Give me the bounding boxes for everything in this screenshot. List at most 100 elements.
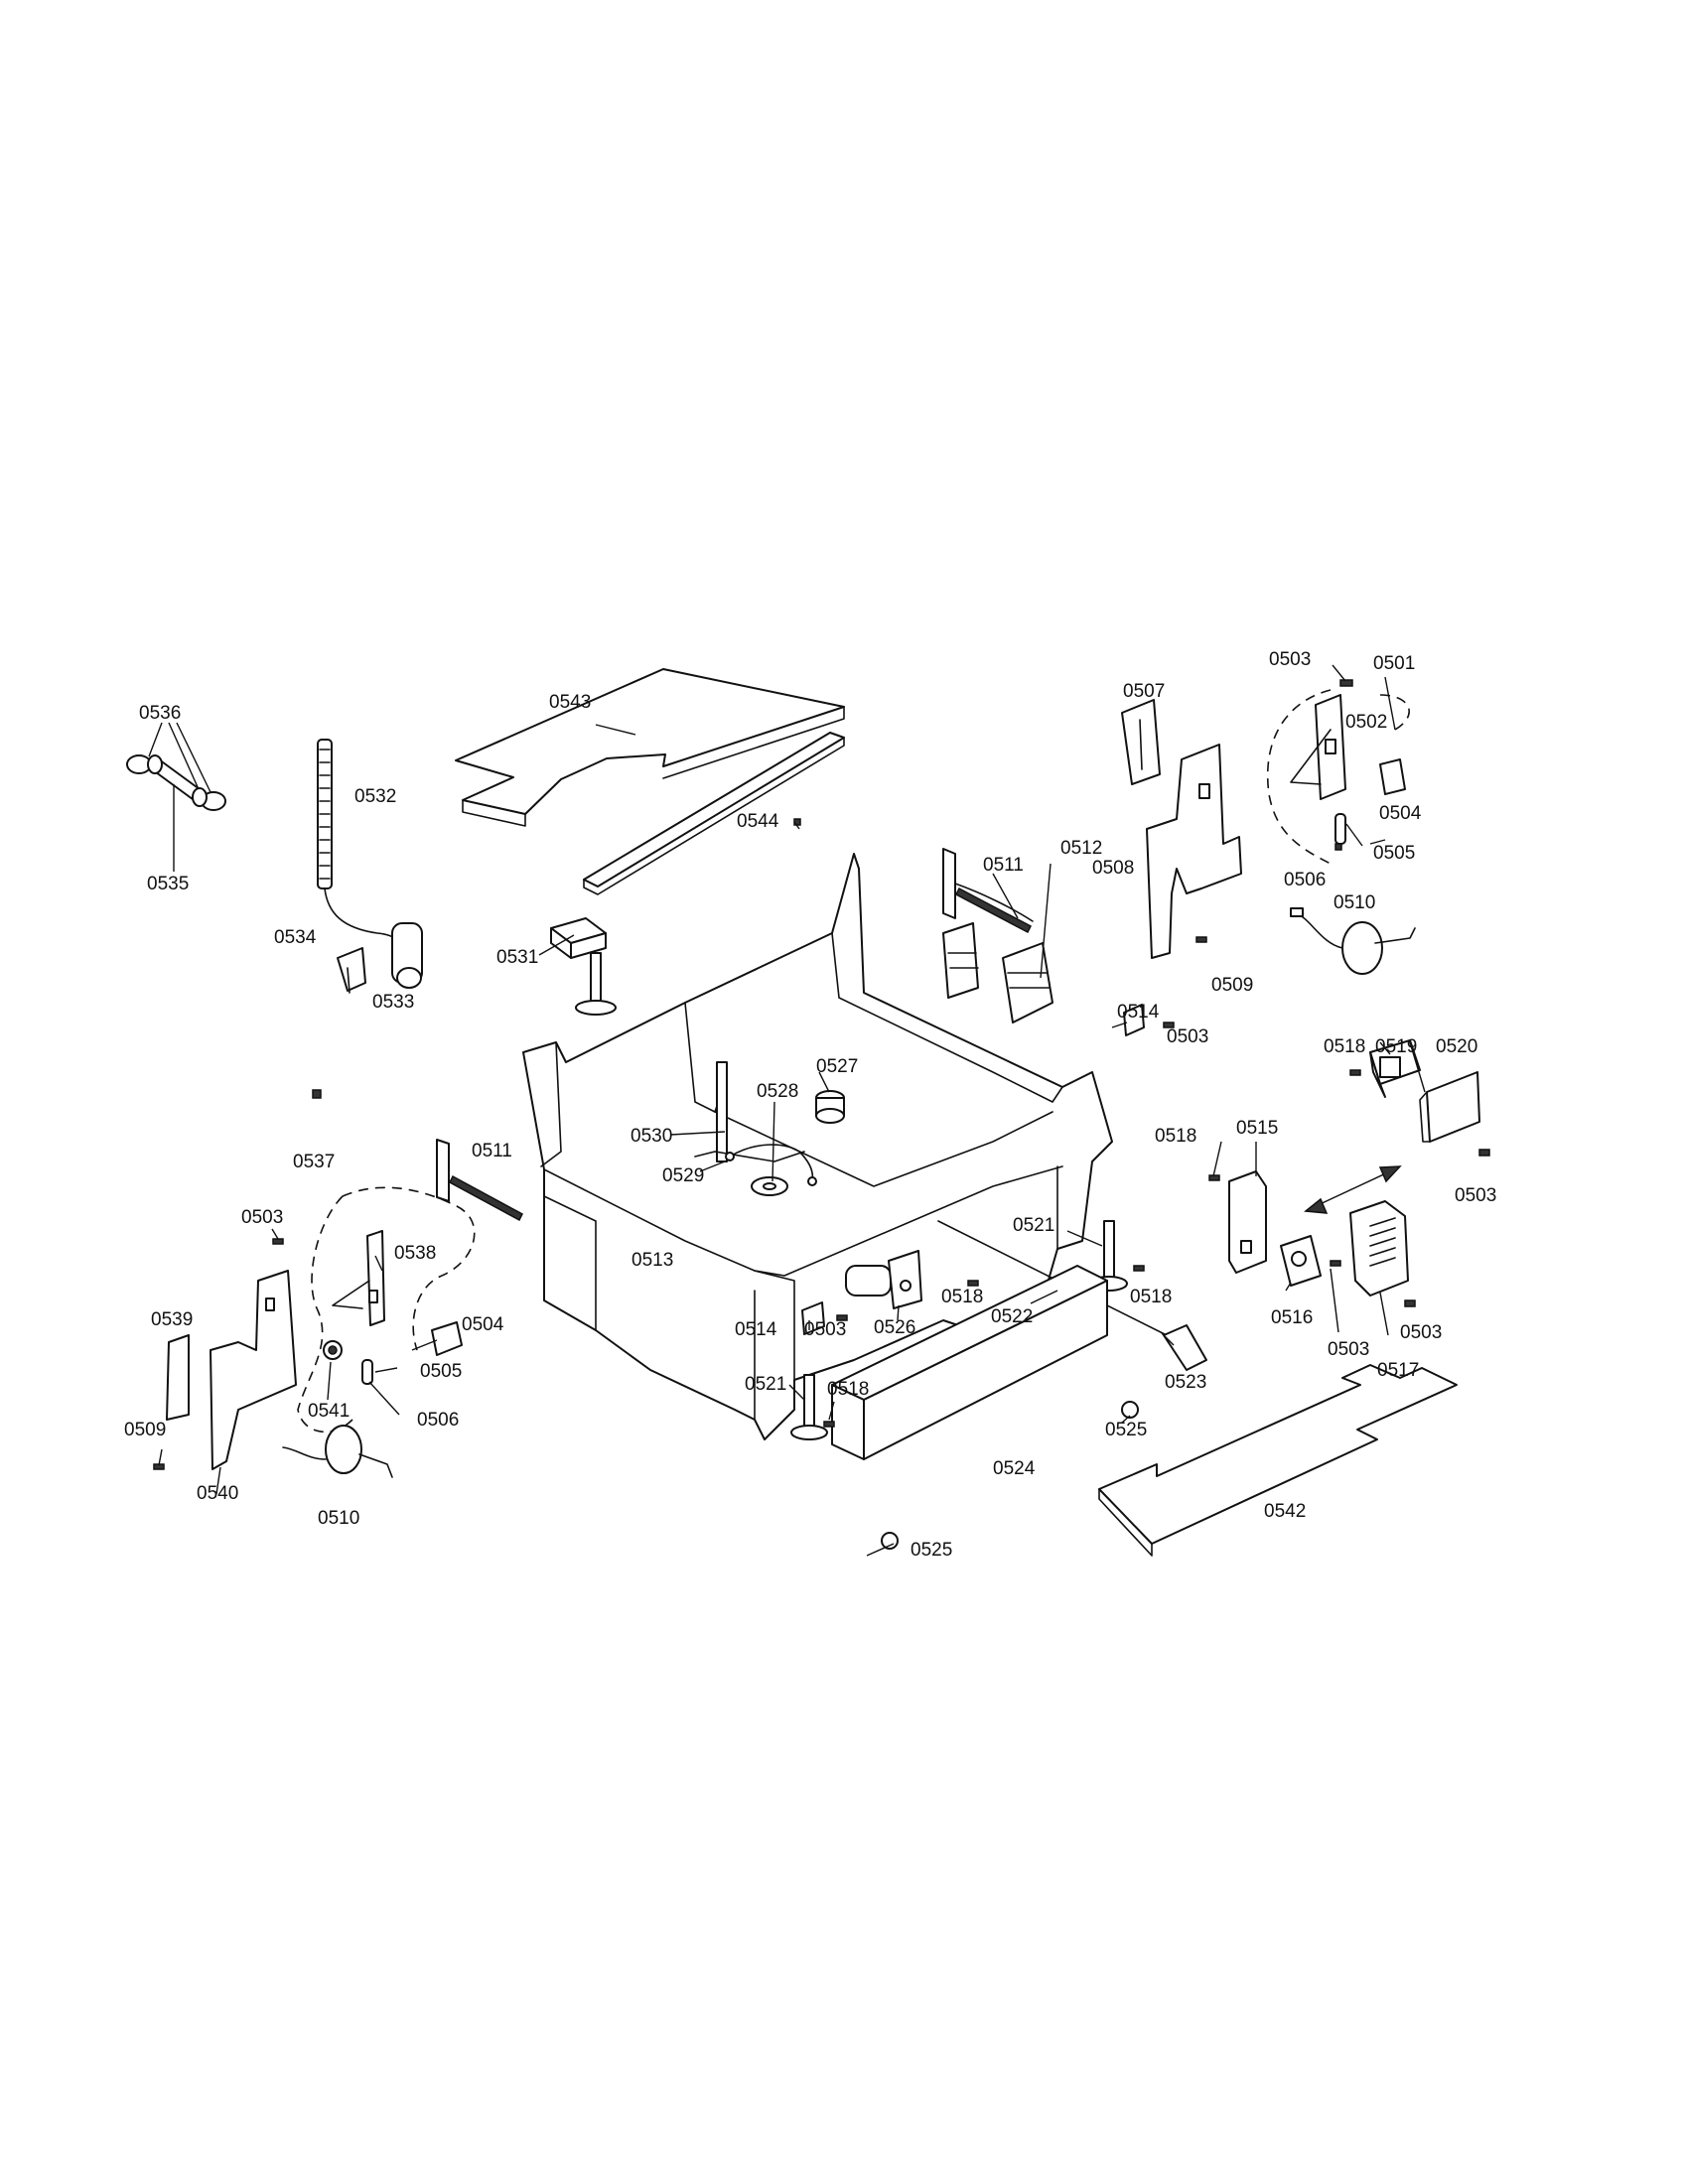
label-0521-right: 0521 [1013, 1215, 1054, 1236]
part-0520-cover [1419, 1071, 1480, 1143]
part-0544-strip [583, 732, 845, 895]
part-0511-spring-bracket-left [436, 1139, 523, 1222]
part-0537-assembly [297, 1186, 476, 1433]
label-0536: 0536 [139, 703, 181, 724]
label-0503-lr2: 0503 [1400, 1322, 1442, 1343]
label-0505-top: 0505 [1373, 843, 1415, 864]
label-0543: 0543 [549, 692, 591, 713]
screw-icon [1478, 1149, 1490, 1157]
part-0521-foot-left [790, 1374, 828, 1440]
part-0501-assembly [1267, 689, 1410, 865]
label-0518-b: 0518 [1155, 1126, 1196, 1147]
screw-icon [823, 1421, 835, 1428]
label-0544: 0544 [737, 811, 779, 832]
screw-icon [1121, 1401, 1139, 1419]
label-0522: 0522 [991, 1306, 1033, 1327]
part-0543-panel [455, 668, 845, 827]
screw-icon [312, 1089, 322, 1099]
part-0542-plate [1098, 1364, 1458, 1557]
part-0517-module [1349, 1200, 1409, 1297]
label-0509-left: 0509 [124, 1420, 166, 1440]
label-0507: 0507 [1123, 681, 1165, 702]
screw-icon [881, 1532, 899, 1550]
label-0518-c: 0518 [1130, 1287, 1172, 1307]
label-0506-left: 0506 [417, 1410, 459, 1431]
label-0518-d: 0518 [941, 1287, 983, 1307]
leader-lines [148, 664, 1426, 1557]
part-0539-cover [166, 1334, 190, 1421]
part-0523-cap [1163, 1324, 1207, 1371]
label-0524: 0524 [993, 1458, 1036, 1479]
label-0508: 0508 [1092, 858, 1134, 879]
label-0518-a: 0518 [1324, 1036, 1365, 1057]
label-0510-left: 0510 [318, 1508, 359, 1529]
label-0541: 0541 [308, 1401, 350, 1422]
label-0531: 0531 [496, 947, 538, 968]
label-0537: 0537 [293, 1152, 335, 1172]
part-0515-bracket [1228, 1170, 1267, 1274]
label-0530: 0530 [631, 1126, 672, 1147]
screw-icon [1133, 1265, 1145, 1272]
label-0526: 0526 [874, 1317, 915, 1338]
label-0527: 0527 [816, 1056, 858, 1077]
label-0509-top: 0509 [1211, 975, 1253, 996]
label-0503-bottom: 0503 [804, 1319, 846, 1340]
label-0505-left: 0505 [420, 1361, 462, 1382]
label-0528: 0528 [757, 1081, 798, 1102]
label-0518-e: 0518 [827, 1379, 869, 1400]
label-0529: 0529 [662, 1165, 704, 1186]
part-0507-bracket [1121, 699, 1161, 785]
label-0514-left: 0514 [735, 1319, 777, 1340]
part-0534-bracket [337, 947, 366, 994]
part-0516-plate [1280, 1235, 1322, 1287]
label-0516: 0516 [1271, 1307, 1313, 1328]
part-0514-clip-left [801, 1301, 825, 1335]
part-0527-cap [815, 1090, 845, 1124]
label-0525-left: 0525 [911, 1540, 952, 1561]
label-0511-left: 0511 [472, 1141, 512, 1161]
label-0515: 0515 [1236, 1118, 1278, 1139]
label-0534: 0534 [274, 927, 317, 948]
part-0513-base [522, 853, 1113, 1440]
label-0504-left: 0504 [462, 1314, 504, 1335]
label-0523: 0523 [1165, 1372, 1206, 1393]
part-0511-spring-bracket-top [942, 848, 1034, 934]
label-0502: 0502 [1345, 712, 1387, 733]
label-0519: 0519 [1375, 1036, 1417, 1057]
label-0511-top: 0511 [983, 855, 1024, 876]
part-0531-foot [550, 917, 617, 1016]
label-0510-top: 0510 [1333, 892, 1375, 913]
part-0508-bracket [1146, 744, 1242, 959]
screw-icon [1349, 1069, 1361, 1076]
screw-icon [1208, 1174, 1220, 1181]
label-0542: 0542 [1264, 1501, 1306, 1522]
label-0503-top: 0503 [1269, 649, 1311, 670]
screw-icon [1195, 936, 1207, 943]
label-0503-right: 0503 [1455, 1185, 1496, 1206]
part-0506-latch-left [361, 1359, 373, 1385]
part-0519-box [1369, 1039, 1421, 1098]
label-0512: 0512 [1060, 838, 1102, 859]
part-0541-knob [323, 1340, 343, 1360]
part-0529-wire [725, 1144, 817, 1186]
part-0510-switch-left [282, 1425, 393, 1478]
screw-icon [1339, 679, 1353, 687]
screw-icon [1330, 1260, 1341, 1267]
label-0532: 0532 [354, 786, 396, 807]
label-0533: 0533 [372, 992, 414, 1013]
screw-icon [836, 1314, 848, 1321]
part-0532-drain-hose [317, 739, 423, 989]
screw-icon [1334, 843, 1342, 851]
screw-icon [1163, 1022, 1175, 1028]
screw-icon [1404, 1299, 1416, 1307]
label-0525-right: 0525 [1105, 1420, 1147, 1440]
callout-labels: 0536 0535 0543 0532 0544 0511 0534 0533 … [124, 649, 1496, 1561]
part-0526-valve [845, 1250, 922, 1309]
label-0540: 0540 [197, 1483, 238, 1504]
label-0538: 0538 [394, 1243, 436, 1264]
screw-icon [272, 1238, 284, 1245]
part-0512-connector [942, 922, 1053, 1024]
label-0504-top: 0504 [1379, 803, 1422, 824]
label-0521-left: 0521 [745, 1374, 786, 1395]
